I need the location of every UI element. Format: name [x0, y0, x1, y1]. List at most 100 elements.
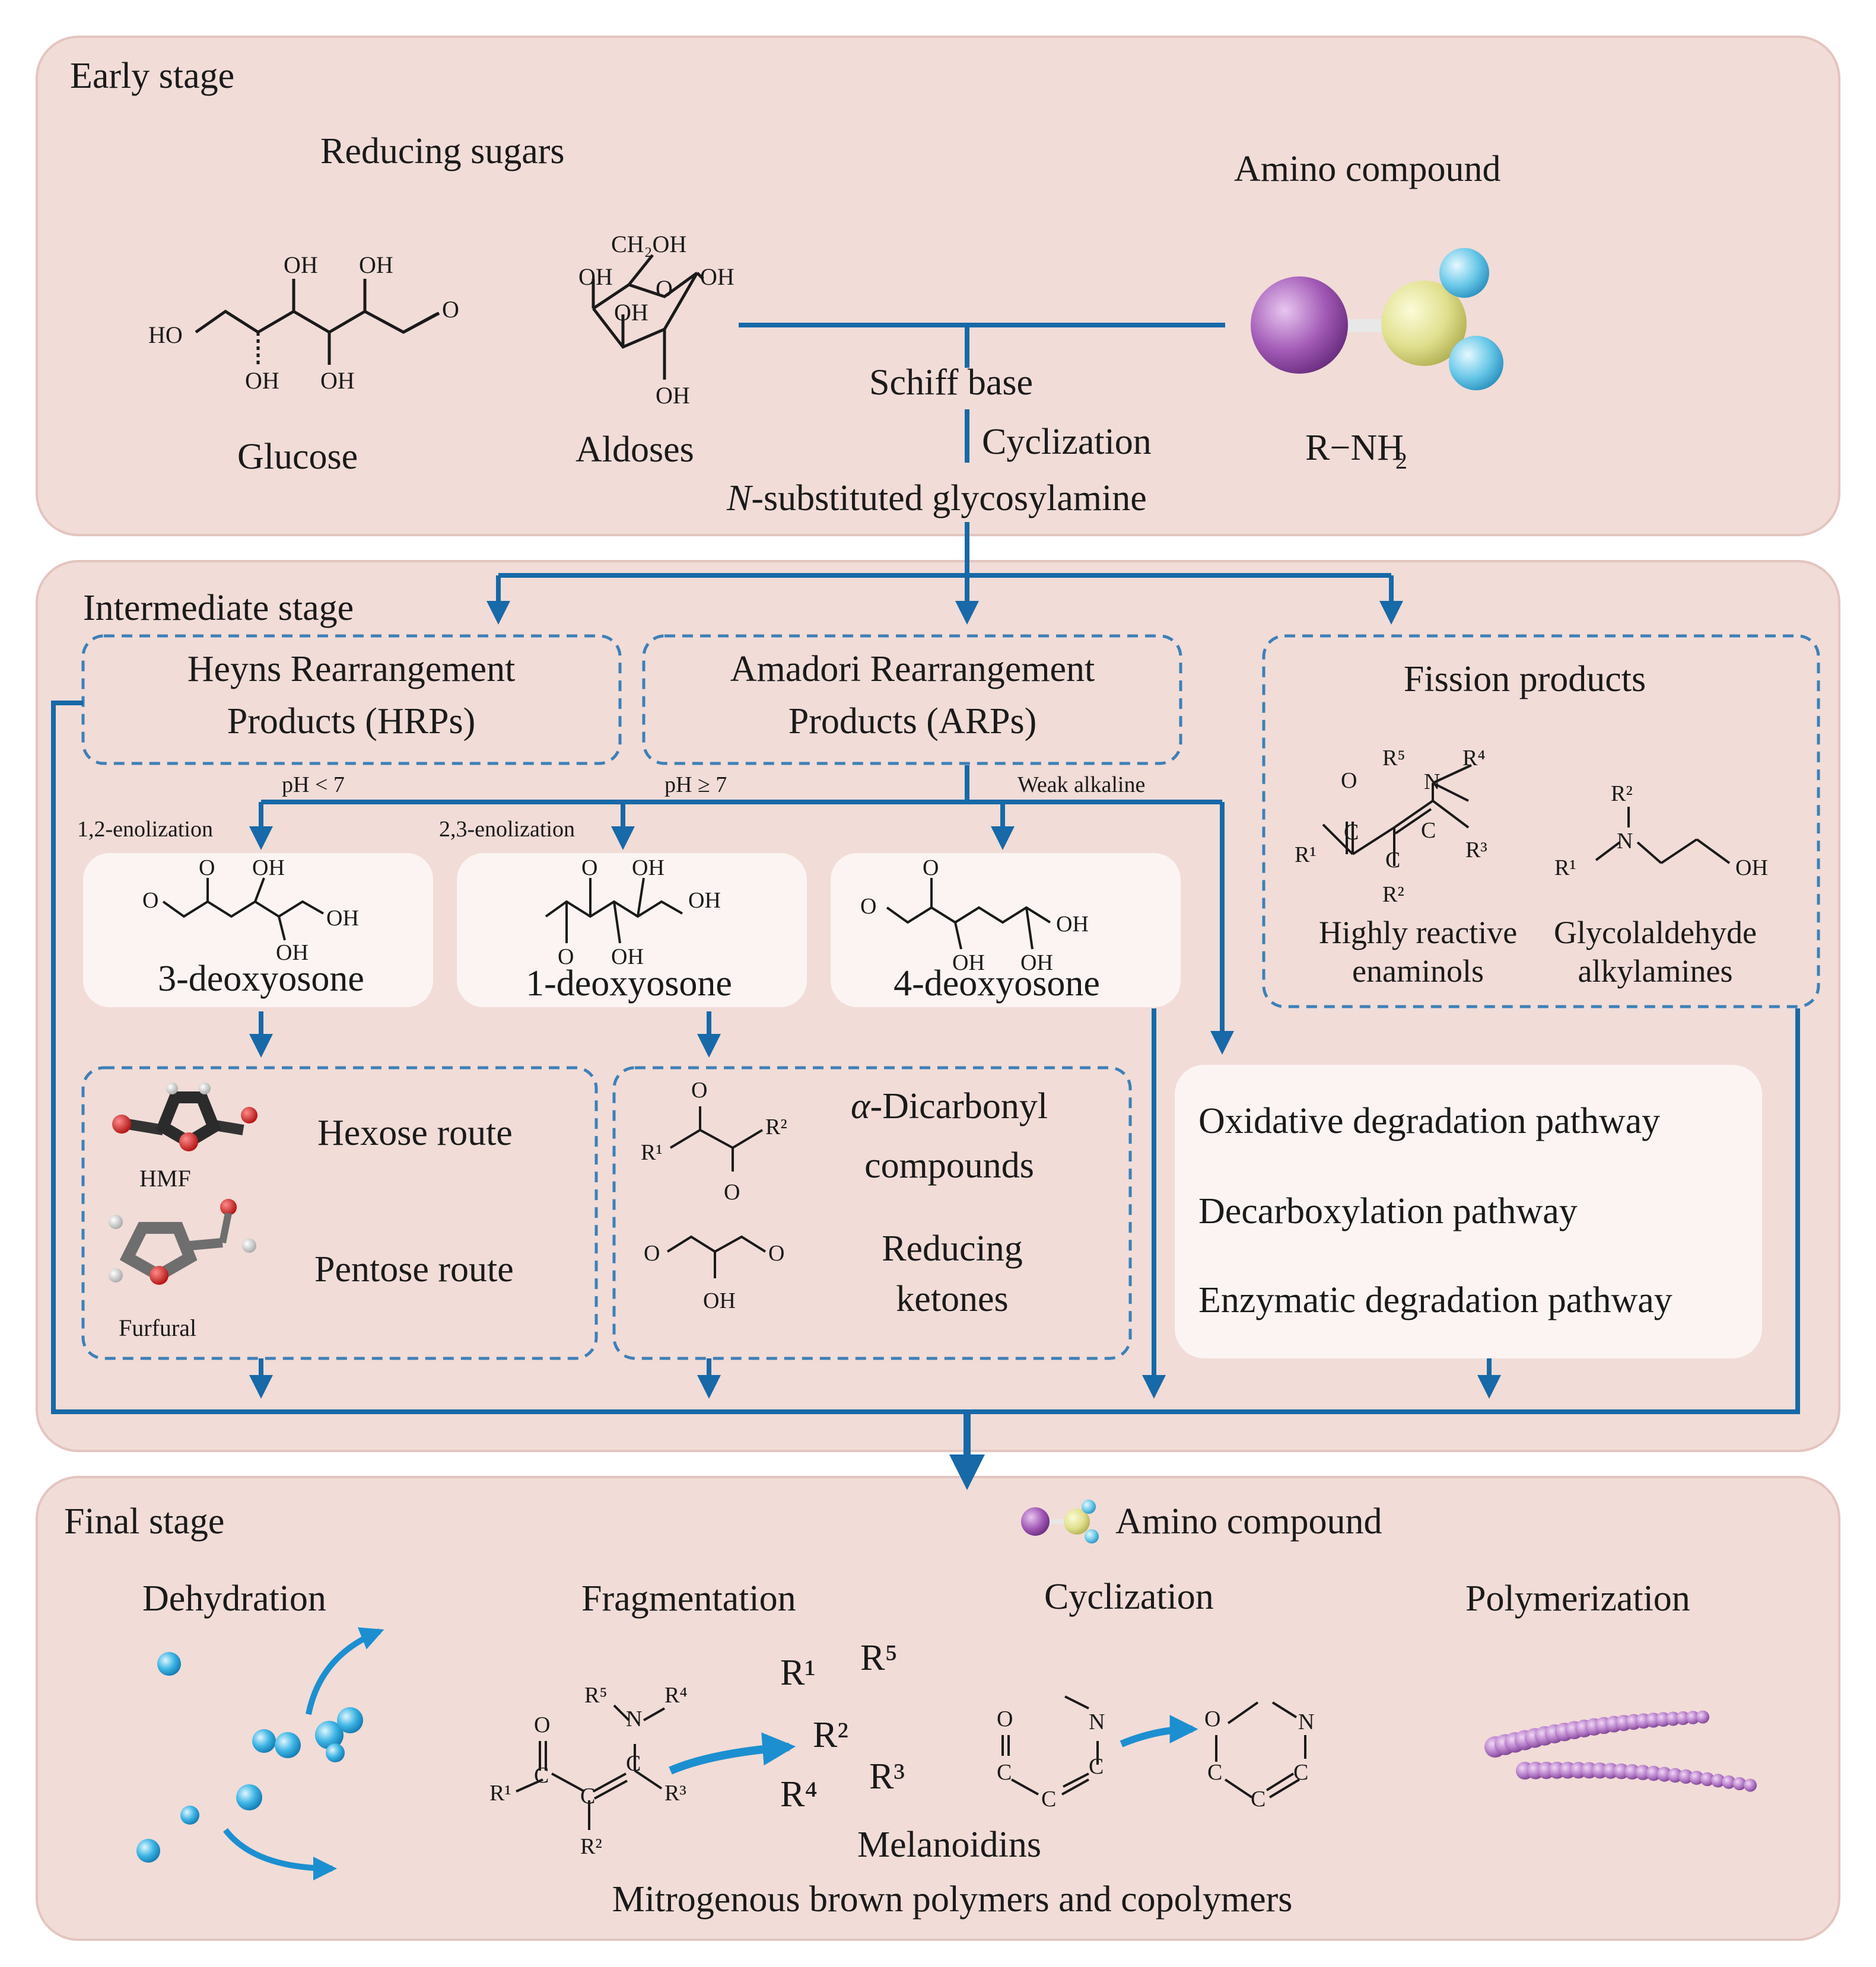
arp-line2: Products (ARPs)	[788, 701, 1037, 741]
svg-text:R²: R²	[1611, 781, 1633, 806]
cyclization-arrow	[1120, 1715, 1198, 1748]
glucose-atoms: HO OH OH O OH OH	[148, 252, 459, 394]
intermediate-stage-label: Intermediate stage	[83, 588, 354, 628]
early-stage-panel	[36, 36, 1840, 536]
polymer-chain-icon	[1484, 1710, 1757, 1792]
svg-text:R³: R³	[869, 1756, 905, 1797]
final-stage-panel	[36, 1476, 1840, 1941]
reducing-ketone-structure	[666, 1235, 767, 1278]
decarboxylation-label: Decarboxylation pathway	[1198, 1191, 1578, 1231]
enaminol-structure	[1322, 764, 1472, 866]
svg-text:C: C	[1344, 820, 1359, 845]
svg-text:OH: OH	[703, 1288, 736, 1313]
glycolaldehyde-atoms: R¹ N R² OH	[1554, 781, 1768, 880]
deoxy3-label: 3-deoxyosone	[158, 959, 364, 999]
svg-text:N: N	[1298, 1710, 1314, 1734]
svg-text:O: O	[442, 296, 459, 323]
svg-text:OH: OH	[252, 855, 285, 880]
deoxy1-label: 1-deoxyosone	[526, 963, 732, 1004]
glyco-line1: Glycolaldehyde	[1554, 915, 1757, 950]
reducing-ketones-line1: Reducing	[882, 1228, 1023, 1269]
svg-text:O: O	[768, 1241, 784, 1266]
svg-text:O: O	[644, 1241, 660, 1266]
svg-text:OH: OH	[245, 367, 279, 394]
svg-text:OH: OH	[1735, 855, 1768, 880]
svg-text:OH: OH	[276, 940, 309, 965]
dicarbonyl-line2: compounds	[864, 1145, 1034, 1186]
fragment-radicals: R¹ R⁵ R² R³ R⁴	[780, 1638, 905, 1815]
glucose-structure	[195, 279, 440, 365]
svg-text:CH₂OH: CH₂OH	[611, 231, 686, 257]
enaminols-line1: Highly reactive	[1319, 915, 1517, 950]
deoxy4-label: 4-deoxyosone	[894, 963, 1100, 1004]
svg-text:O: O	[656, 275, 673, 302]
svg-text:R²: R²	[1382, 882, 1404, 907]
glyco-line2: alkylamines	[1578, 953, 1733, 989]
svg-text:O: O	[534, 1713, 550, 1737]
ball-and-stick-amine-icon	[1251, 248, 1503, 390]
polymerization-label: Polymerization	[1465, 1578, 1690, 1619]
fragment-atoms: R¹ O C C C N R⁵ R⁴ R³ R²	[489, 1683, 688, 1859]
svg-text:R⁵: R⁵	[1382, 746, 1406, 771]
svg-text:R⁵: R⁵	[860, 1638, 898, 1678]
deoxy3-structure	[162, 877, 324, 941]
polymer-bead	[1722, 1775, 1736, 1789]
enol23-label: 2,3-enolization	[439, 817, 575, 842]
svg-text:C: C	[626, 1751, 641, 1776]
svg-text:O: O	[558, 944, 574, 969]
hrp-line2: Products (HRPs)	[227, 701, 476, 741]
early-flow-lines	[739, 323, 1225, 463]
svg-text:OH: OH	[700, 263, 734, 290]
svg-text:C: C	[580, 1784, 595, 1809]
svg-text:R²: R²	[765, 1115, 787, 1140]
svg-text:C: C	[1385, 848, 1400, 873]
svg-text:R¹: R¹	[780, 1653, 816, 1693]
early-stage-label: Early stage	[70, 56, 234, 96]
hrp-line1: Heyns Rearrangement	[187, 649, 516, 689]
polymer-bead	[1678, 1769, 1693, 1784]
reducing-sugars-label: Reducing sugars	[320, 131, 565, 171]
pentose-route-label: Pentose route	[314, 1249, 514, 1290]
route-box	[81, 1066, 598, 1360]
svg-text:R³: R³	[1465, 838, 1487, 862]
ph-branch-lines	[249, 765, 1234, 1055]
fission-box	[1262, 634, 1820, 1008]
ring-atoms: O N C C C	[1204, 1707, 1314, 1812]
glycolaldehyde-structure	[1595, 807, 1731, 864]
deoxy1-atoms: O OH OH O OH	[558, 855, 721, 969]
svg-text:OH: OH	[611, 944, 644, 969]
polymer-bead	[1732, 1777, 1747, 1791]
svg-text:O: O	[581, 855, 597, 880]
enol12-label: 1,2-enolization	[77, 817, 213, 842]
svg-text:O: O	[199, 855, 215, 880]
enaminol-atoms: R¹ O C C C N R⁵ R⁴ R³ R²	[1295, 746, 1487, 907]
small-amine-icon	[1021, 1500, 1099, 1543]
svg-text:R⁵: R⁵	[584, 1683, 608, 1708]
collector-lines	[51, 701, 1800, 1490]
glycosylamine-label: N-substituted glycosylamine	[726, 478, 1147, 518]
furfural-molecule-icon	[109, 1199, 256, 1285]
reducing-ketones-line2: ketones	[896, 1279, 1008, 1319]
hmf-label: HMF	[139, 1165, 191, 1192]
svg-text:O: O	[860, 894, 876, 919]
dicarbonyl-structure	[669, 1106, 764, 1172]
deoxy1-card	[457, 853, 807, 1007]
polymer-bead	[1696, 1710, 1709, 1724]
open-chain-atoms: O C C C N	[997, 1707, 1105, 1812]
svg-text:C: C	[534, 1763, 549, 1788]
polymer-bead	[1686, 1711, 1700, 1724]
fragment-structure	[516, 1704, 665, 1830]
reducing-ketone-atoms: O O OH	[644, 1241, 784, 1313]
weak-alkaline-label: Weak alkaline	[1018, 772, 1145, 797]
svg-text:OH: OH	[952, 950, 985, 975]
dehydration-label: Dehydration	[142, 1578, 326, 1619]
svg-text:C: C	[1089, 1754, 1104, 1779]
hrp-box	[81, 634, 622, 765]
intermediate-flow-lines	[487, 522, 1403, 625]
svg-text:R²: R²	[580, 1834, 602, 1859]
polymers-label: Mitrogenous brown polymers and copolymer…	[612, 1879, 1293, 1920]
svg-text:R²: R²	[813, 1715, 848, 1755]
svg-text:R¹: R¹	[1554, 855, 1576, 880]
final-cyclization-label: Cyclization	[1044, 1577, 1214, 1617]
arp-box	[642, 634, 1182, 765]
